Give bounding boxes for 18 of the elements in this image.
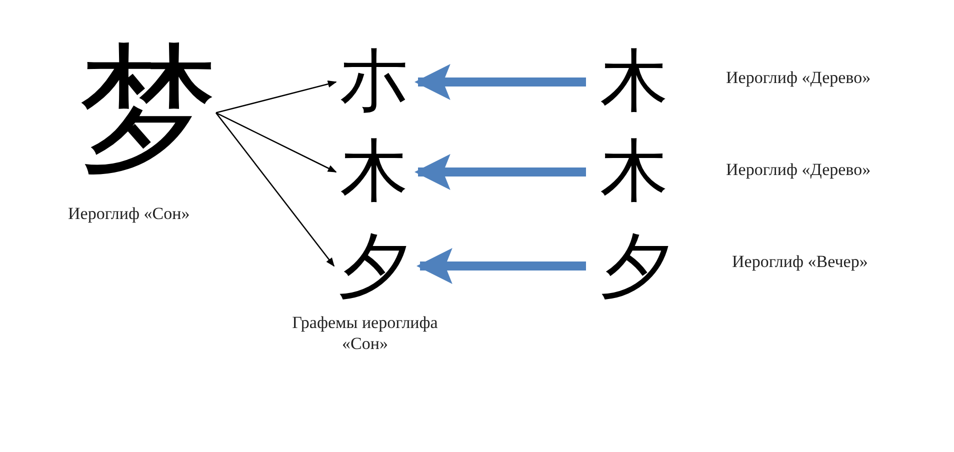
node-label: Иероглиф «Сон» [68,204,190,224]
node-label: Иероглиф «Вечер» [732,252,868,272]
hieroglyph: 木 [600,48,668,116]
node-label: Иероглиф «Дерево» [726,160,871,180]
hieroglyph: 夕 [338,230,410,302]
arrow [215,112,335,267]
node-label: Иероглиф «Дерево» [726,68,871,88]
hieroglyph: 木 [600,138,668,206]
arrow [414,64,586,100]
hieroglyph: 夕 [600,230,672,302]
arrow [416,248,586,284]
caption: Графемы иероглифа «Сон» [291,312,439,354]
arrow [414,154,586,190]
hieroglyph: 木 [340,138,408,206]
hieroglyph: 朩 [340,48,408,116]
hieroglyph: 梦 [78,40,218,180]
arrow [216,112,337,173]
arrow [216,80,337,114]
